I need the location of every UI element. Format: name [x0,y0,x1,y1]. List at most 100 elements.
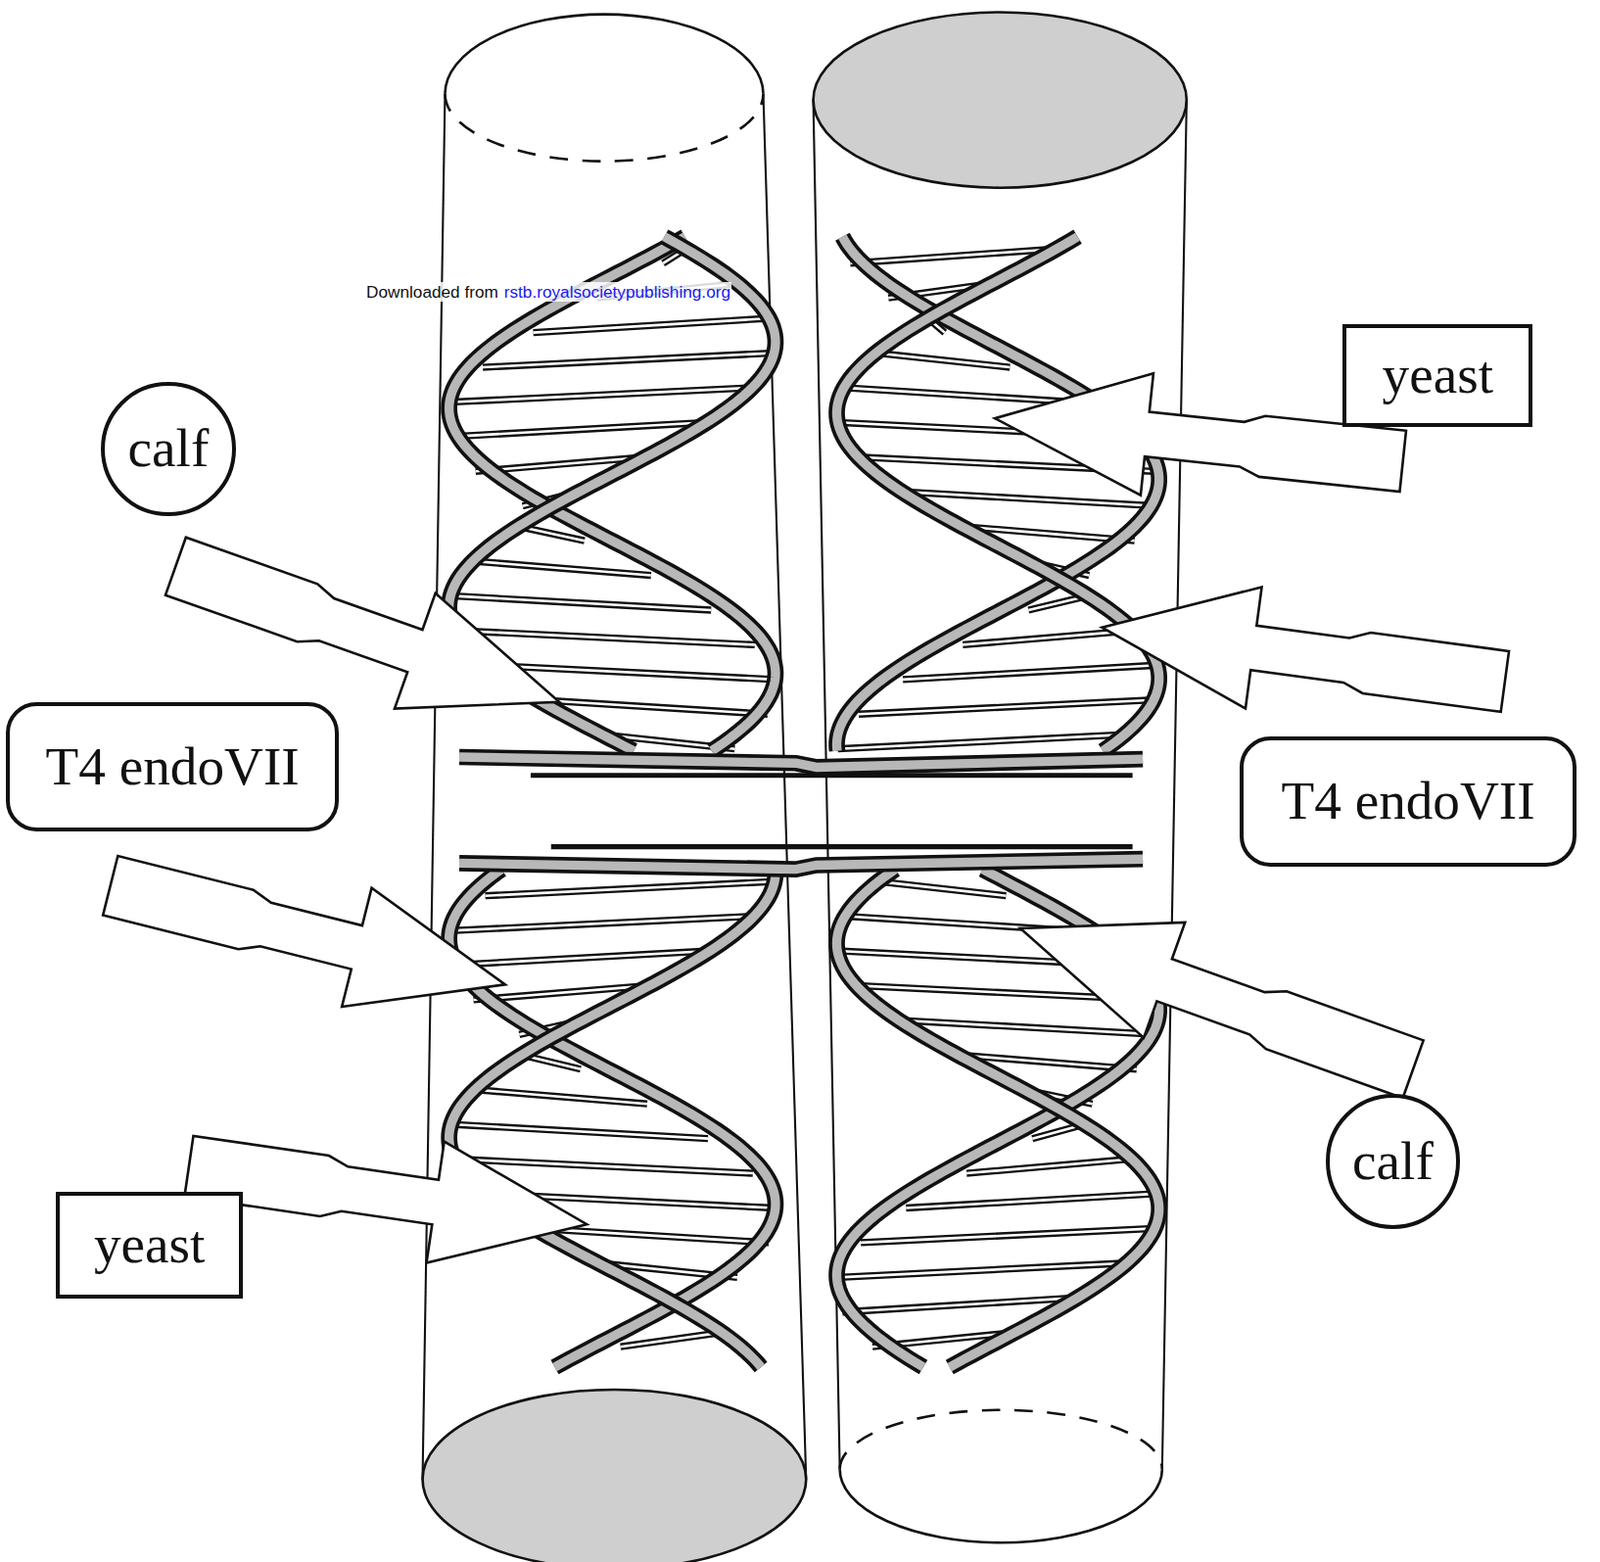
cylinder-top-back [444,94,763,162]
cylinder-top [444,14,763,95]
base-pair [620,1332,722,1348]
base-pair [898,1020,1159,1036]
cylinder-base [840,1468,1163,1543]
base-pair [450,595,711,611]
base-pair [962,630,1134,646]
base-pair [472,561,652,576]
base-pair [455,630,755,646]
base-pair [838,1263,1128,1278]
label-box: yeast [1342,324,1533,426]
cylinder-top [813,12,1187,189]
base-pair [878,881,1006,896]
base-pair [451,422,707,437]
helix-segment [449,869,776,1367]
base-pair [962,630,1134,646]
base-pair [905,1193,1157,1209]
base-pair [902,664,1158,680]
base-pair [450,950,710,966]
base-pair [898,1020,1159,1036]
base-pair [454,1158,753,1174]
base-pair [472,561,652,576]
strand-outline [459,858,1143,869]
base-pair [451,422,707,437]
base-pair [901,491,1158,507]
base-pair [533,318,770,333]
base-pair [454,387,753,403]
base-pair [455,916,755,932]
base-pair [485,881,775,896]
base-pair [875,352,1010,368]
base-pair [966,1158,1132,1174]
cylinder-base-back [840,1410,1163,1469]
base-pair [455,630,755,646]
node-label: calf [1352,1131,1434,1192]
strand-fill [449,869,776,1367]
base-pair [844,387,1074,403]
helix-segment [837,236,1160,752]
base-pair [454,1158,753,1174]
watermark: Downloaded from [365,282,500,303]
block-arrow [165,537,560,709]
strand-outline [837,236,1160,752]
base-pair [454,387,753,403]
base-pair [474,1089,648,1105]
base-pair [482,352,775,368]
base-pair [450,950,710,966]
cylinders [423,12,1187,1562]
base-pair [838,734,1126,750]
base-pair [902,664,1158,680]
node-label: T4 endoVII [1281,771,1536,832]
rounded-label-box: T4 endoVII [5,702,339,832]
base-pair [451,1124,708,1139]
block-arrow [1020,922,1424,1098]
circle-label: calf [1325,1093,1461,1229]
strand-fill [459,756,1143,767]
node-label: calf [128,419,210,479]
block-arrow [184,1135,587,1264]
strand-fill [449,869,776,1367]
strand-outline [459,756,1143,767]
base-pair [901,491,1158,507]
base-pair [451,1124,708,1139]
block-arrow [102,855,506,1007]
strand-outline [449,869,776,1367]
node-label: T4 endoVII [46,737,300,798]
strand-fill [837,236,1160,752]
base-pair [551,844,1133,849]
base-pair [838,734,1126,750]
cylinder-base [423,1389,807,1562]
base-pair [858,700,1154,715]
watermark: rstb.royalsocietypublishing.org [503,282,732,303]
base-pair [450,595,711,611]
base-pair [858,700,1154,715]
base-pair [482,352,775,368]
cylinder-side [1162,99,1187,1469]
base-pair [966,1158,1132,1174]
circle-label: calf [100,381,236,518]
base-pair [455,916,755,932]
base-pair [838,1263,1128,1278]
block-arrow [1101,587,1509,712]
strand-outline [837,236,1160,752]
rounded-label-box: T4 endoVII [1239,736,1577,866]
label-box: yeast [55,1191,243,1298]
base-pair [620,1332,722,1348]
base-pair [860,1227,1155,1243]
strand-fill [459,858,1143,869]
base-pair [474,1089,648,1105]
strand-fill [837,236,1160,752]
base-pair [533,318,770,333]
base-pair [875,352,1010,368]
node-label: yeast [1382,345,1494,406]
base-pair [844,387,1074,403]
base-pair [878,881,1006,896]
node-label: yeast [94,1215,205,1275]
strand-outline [449,869,776,1367]
cylinder-side [762,94,806,1480]
base-pair [860,1227,1155,1243]
base-pair [530,772,1133,778]
base-pair [905,1193,1157,1209]
base-pair [485,881,775,896]
junction-strands [459,756,1143,870]
